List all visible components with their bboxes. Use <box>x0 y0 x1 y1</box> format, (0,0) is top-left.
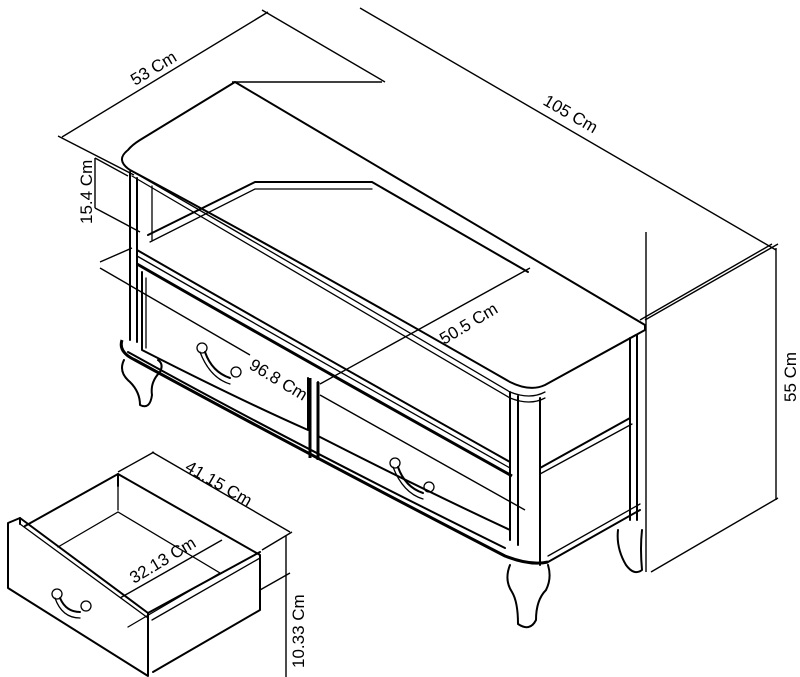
width-dimension: 105 Cm <box>232 7 777 321</box>
leg-back-right <box>616 529 643 574</box>
cabinet <box>119 81 646 629</box>
handle-icon-left <box>196 342 242 385</box>
handle-icon-right <box>389 457 435 500</box>
drawer-outer-depth-label: 41.15 Cm <box>182 457 255 510</box>
right-drawer-front <box>317 381 511 531</box>
leg-front-left <box>121 359 163 408</box>
base-rail <box>119 339 549 565</box>
middle-rail <box>136 249 511 463</box>
depth-dimension: 53 Cm <box>57 9 386 176</box>
inner-width-label: 96.8 Cm <box>246 355 311 404</box>
handle-icon-drawer <box>51 588 92 619</box>
inner-depth-dimension: 50.5 Cm <box>319 267 531 385</box>
height-dimension: 55 Cm <box>644 232 800 573</box>
depth-label: 53 Cm <box>127 47 180 89</box>
drawer-inner-width-label: 32.13 Cm <box>126 533 199 587</box>
inner-width-dimension: 96.8 Cm <box>99 247 526 511</box>
left-drawer-front <box>141 271 309 431</box>
drawer-detail: 41.15 Cm 32.13 Cm 10.33 Cm <box>7 451 308 677</box>
height-label: 55 Cm <box>781 352 800 402</box>
inner-depth-label: 50.5 Cm <box>436 299 501 348</box>
shelf-height-label: 15.4 Cm <box>77 160 96 224</box>
drawer-front-panel <box>7 517 149 677</box>
leg-front-right <box>506 564 551 629</box>
shelf-height-dimension: 15.4 Cm <box>77 157 141 233</box>
drawer-height-label: 10.33 Cm <box>289 594 308 668</box>
shelf-recess <box>147 181 529 273</box>
